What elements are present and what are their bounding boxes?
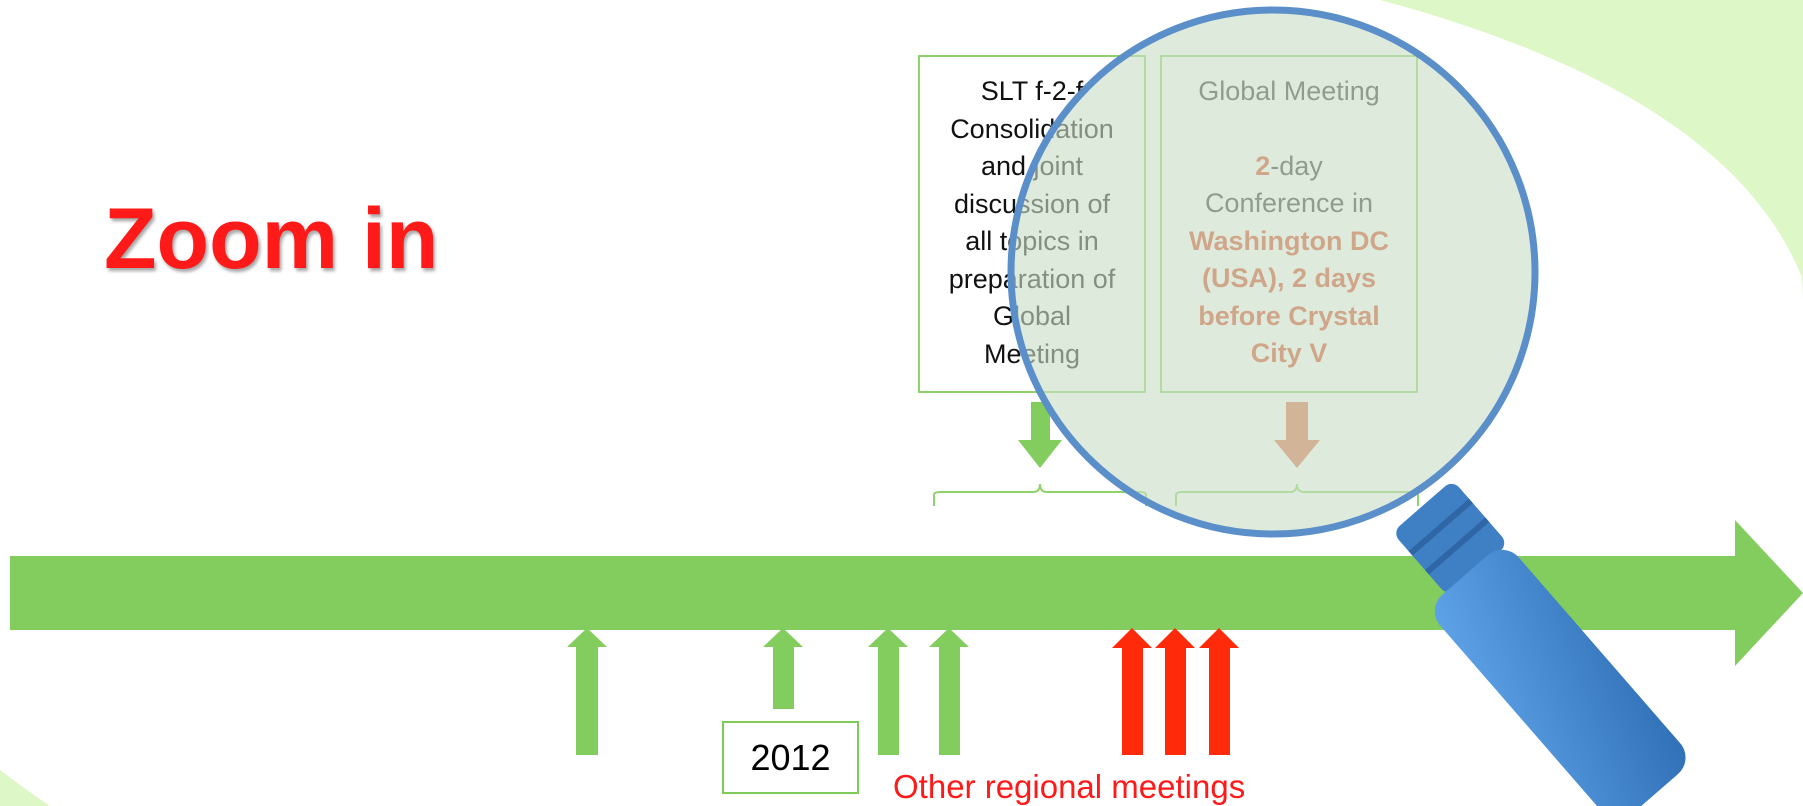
slt-line: all topics in — [965, 226, 1099, 256]
location-line: (USA), 2 days — [1201, 263, 1377, 293]
red-up-arrow-1 — [1112, 628, 1152, 755]
slide-title: Zoom in — [104, 191, 439, 287]
slt-line: Meeting — [983, 338, 1081, 369]
up-arrow-1 — [567, 628, 607, 755]
up-arrow-2 — [763, 628, 803, 709]
down-arrow-global — [1274, 402, 1320, 468]
slt-f2f-text: SLT f-2-f Consolidation and joint discus… — [920, 57, 1144, 373]
slt-line: preparation of — [948, 263, 1116, 294]
slt-line: SLT f-2-f — [980, 76, 1084, 106]
up-arrow-3 — [868, 628, 908, 755]
location-line: City V — [1250, 338, 1328, 368]
location-line: Washington DC — [1189, 225, 1389, 256]
day-suffix: -day — [1270, 150, 1323, 181]
background-swoosh-top — [1380, 0, 1803, 280]
red-up-arrow-3 — [1199, 628, 1239, 755]
global-meeting-box: Global Meeting 2-day Conference in Washi… — [1160, 55, 1418, 393]
slt-line: Consolidation — [950, 113, 1114, 144]
regional-meetings-label: Other regional meetings — [893, 768, 1246, 805]
down-arrow-slt — [1018, 402, 1062, 468]
global-meeting-heading: Global Meeting — [1198, 76, 1380, 106]
year-label: 2012 — [722, 721, 859, 794]
up-arrow-4 — [929, 628, 969, 755]
conference-line: Conference in — [1204, 188, 1374, 218]
slt-line: Global — [992, 301, 1072, 331]
day-count: 2 — [1255, 150, 1271, 181]
slt-line: and joint — [980, 151, 1084, 181]
conference-duration: 2-day — [1162, 148, 1416, 186]
timeline-arrow — [10, 520, 1803, 666]
red-up-arrow-2 — [1155, 628, 1195, 755]
background-swoosh-bottom — [0, 770, 50, 806]
location-line: before Crystal — [1198, 300, 1380, 331]
slt-line: discussion of — [953, 188, 1111, 219]
global-meeting-text: Global Meeting 2-day Conference in Washi… — [1162, 57, 1416, 373]
slt-f2f-box: SLT f-2-f Consolidation and joint discus… — [918, 55, 1146, 393]
background-swoosh-right — [1760, 120, 1803, 300]
brace-slt — [933, 483, 1147, 506]
brace-global — [1175, 483, 1419, 506]
